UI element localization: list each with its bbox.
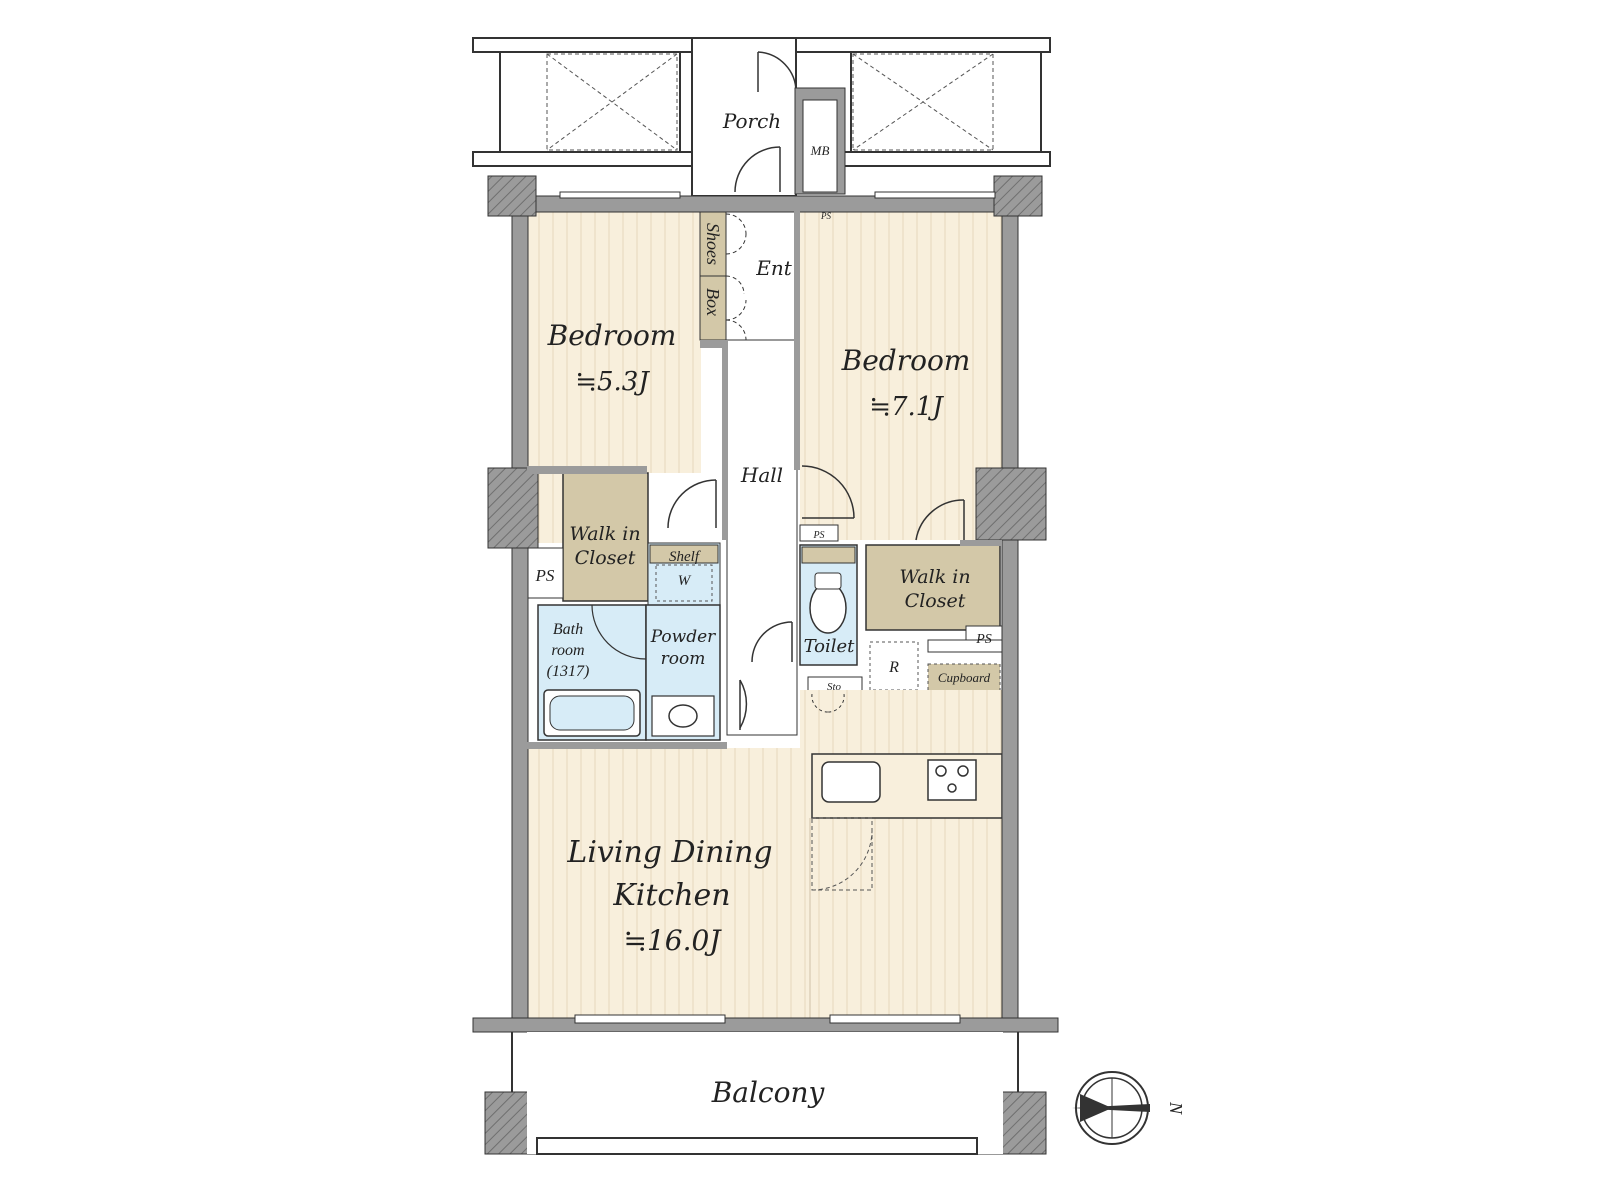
bedroom-left-name: Bedroom xyxy=(547,319,677,352)
walk-in-closet-right xyxy=(865,544,1001,631)
ps-mid-box xyxy=(799,524,839,542)
compass-north-label: N xyxy=(1166,1101,1186,1115)
kitchen-area xyxy=(800,690,1003,750)
cooktop xyxy=(927,759,977,801)
cupboard-unit xyxy=(927,663,1001,693)
shoes-label: Shoes xyxy=(703,223,723,265)
ldk-name-line2: Kitchen xyxy=(612,878,730,913)
toilet-bowl xyxy=(809,582,847,634)
shelf-label: Shelf xyxy=(669,549,701,565)
washer-label: W xyxy=(678,573,692,589)
bedroom-left-area: ≒5.3J xyxy=(575,367,650,397)
ps-mid-label: PS xyxy=(812,530,824,541)
wic-left-line2: Closet xyxy=(575,547,636,569)
toilet-label: Toilet xyxy=(804,636,856,657)
wic-right-line2: Closet xyxy=(905,590,966,612)
bathroom-line2: room xyxy=(551,642,584,659)
bathroom-line1: Bath xyxy=(553,621,583,638)
ps-left-label: PS xyxy=(535,566,555,585)
walls xyxy=(472,175,1059,1155)
box-label: Box xyxy=(703,288,723,316)
ldk-area: ≒16.0J xyxy=(623,924,722,957)
hall-label: Hall xyxy=(740,463,783,487)
ps-left-box xyxy=(526,547,564,599)
bedroom-right-name: Bedroom xyxy=(841,344,971,377)
bedroom-left xyxy=(527,210,701,473)
powder-line2: room xyxy=(661,649,706,669)
kitchen-sink xyxy=(821,761,881,803)
ps-top-label: PS xyxy=(820,211,831,221)
entrance-label: Ent xyxy=(755,256,792,280)
sto-label: Sto xyxy=(827,681,842,693)
powder-line1: Powder xyxy=(650,627,716,647)
mb-label: MB xyxy=(810,143,830,158)
top-service-area xyxy=(472,37,1051,197)
bedroom-right xyxy=(800,210,1003,540)
walk-in-closet-left xyxy=(562,472,649,602)
balcony-label: Balcony xyxy=(711,1076,826,1109)
compass-icon xyxy=(1072,1071,1150,1145)
fridge-label: R xyxy=(888,659,899,676)
balcony xyxy=(511,1032,1019,1155)
bathroom-line3: (1317) xyxy=(547,663,590,680)
wic-right-line1: Walk in xyxy=(899,566,970,588)
cupboard-label: Cupboard xyxy=(938,670,991,685)
ps-right-label: PS xyxy=(975,632,992,647)
porch-label: Porch xyxy=(722,109,781,133)
ldk-name-line1: Living Dining xyxy=(566,835,772,870)
doors xyxy=(667,465,965,730)
bedroom-right-area: ≒7.1J xyxy=(869,392,944,422)
wic-left-line1: Walk in xyxy=(569,523,640,545)
